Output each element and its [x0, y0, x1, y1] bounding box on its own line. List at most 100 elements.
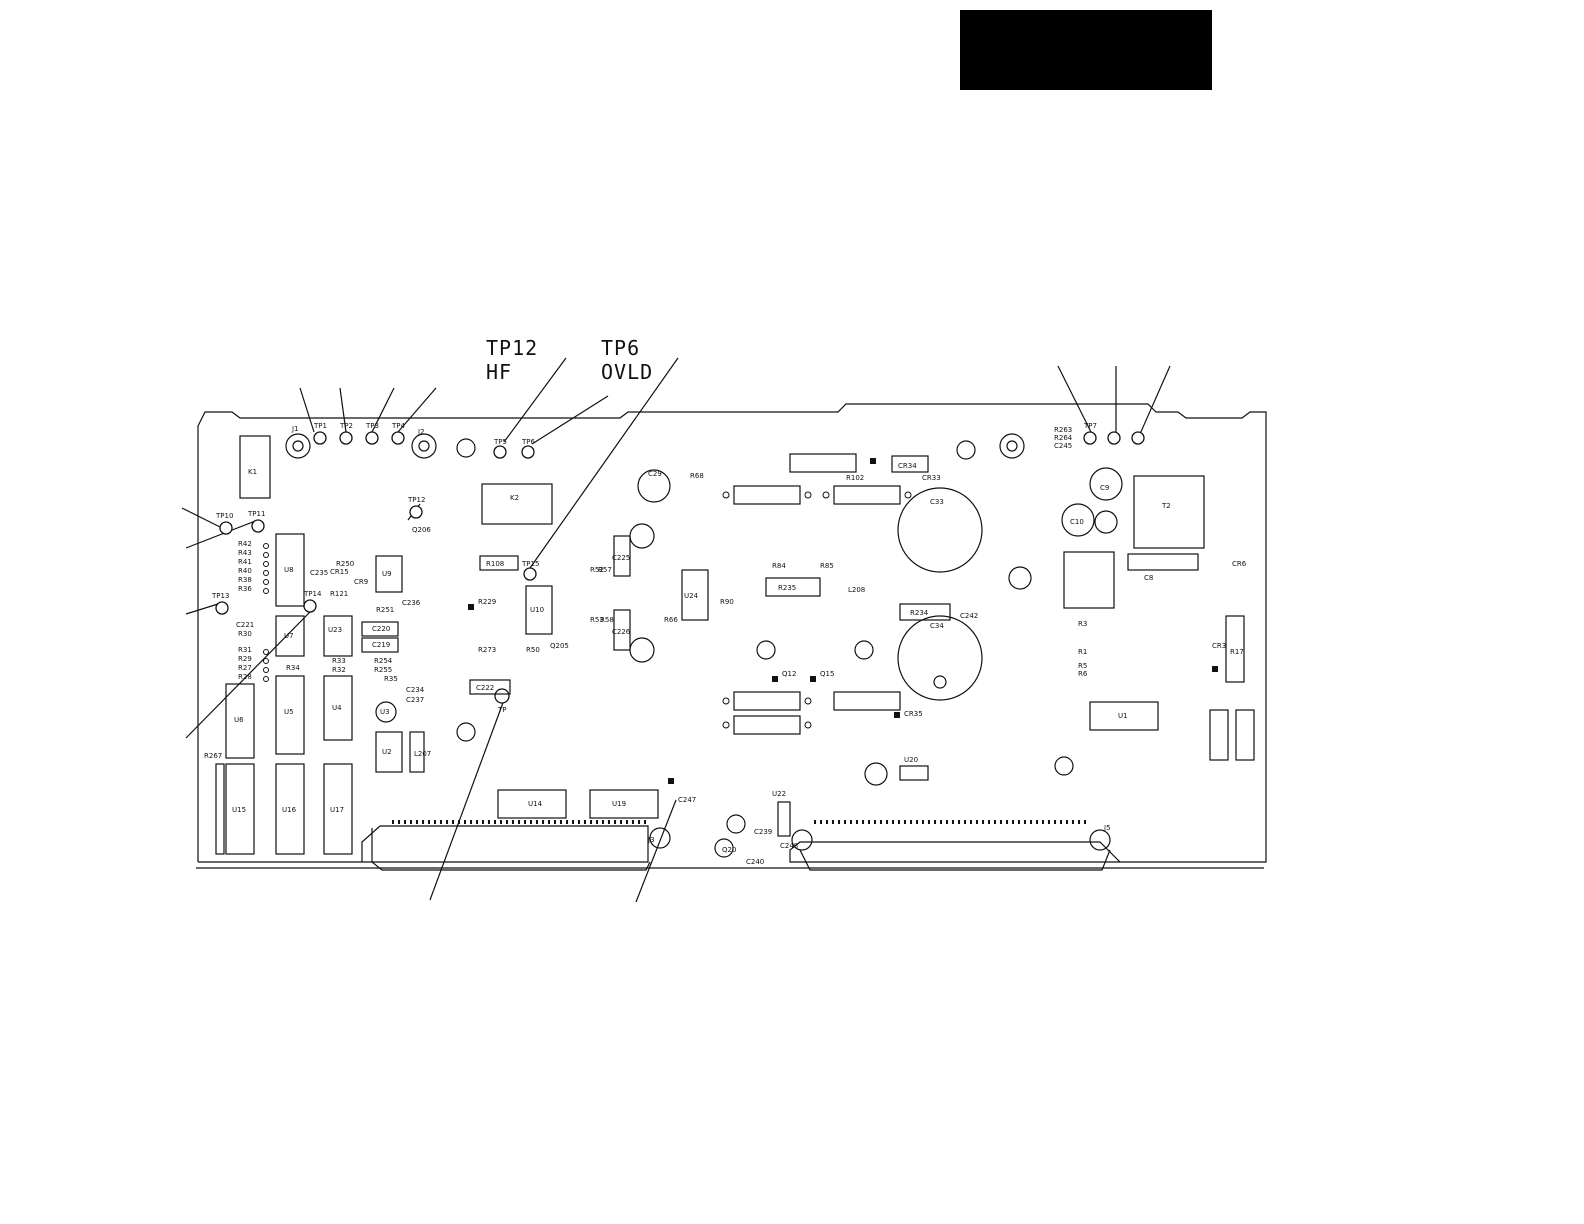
square-pad [1212, 666, 1218, 672]
label-u1: U1 [1118, 712, 1128, 720]
u3-transistor [375, 701, 397, 723]
label-l207: L207 [414, 750, 431, 758]
label-c33: C33 [930, 498, 944, 506]
resistor [833, 485, 901, 505]
pad [263, 552, 269, 558]
u8-ic [275, 533, 305, 607]
q20-transistor [714, 838, 734, 858]
label-c226: C226 [612, 628, 631, 636]
label-r42: R42 [238, 540, 252, 548]
tp14-pad [303, 599, 317, 613]
label-r53: R53 [590, 616, 604, 624]
label-tp6: TP6 [521, 438, 535, 446]
label-c219: C219 [372, 641, 390, 649]
pad [263, 667, 269, 673]
label-t2: T2 [1161, 502, 1171, 510]
label-c247: C247 [678, 796, 696, 804]
label-u3: U3 [380, 708, 390, 716]
label-k1: K1 [248, 468, 257, 476]
u6-ic [225, 683, 255, 759]
label-r5: R5 [1078, 662, 1087, 670]
label-tp11: TP11 [247, 510, 265, 518]
label-tp3: TP3 [365, 422, 379, 430]
label-c34: C34 [930, 622, 944, 630]
leader-line [529, 357, 679, 569]
label-r90: R90 [720, 598, 734, 606]
label-c225: C225 [612, 554, 630, 562]
label-c245: C245 [1054, 442, 1072, 450]
leader-line-tp12 [503, 357, 567, 443]
square-pad [870, 458, 876, 464]
u23-ic [323, 615, 353, 657]
label-r58: R58 [600, 616, 614, 624]
label-r66: R66 [664, 616, 678, 624]
label-q15: Q15 [820, 670, 834, 678]
label-tp14: TP14 [303, 590, 322, 598]
label-j3: J3 [647, 836, 655, 844]
label-r229: R229 [478, 598, 496, 606]
square-pad [668, 778, 674, 784]
pad [804, 721, 812, 729]
label-u17: U17 [330, 806, 344, 814]
c33-capacitor [897, 487, 983, 573]
label-r250: R250 [336, 560, 354, 568]
label-u20: U20 [904, 756, 918, 764]
tp4-pad [391, 431, 405, 445]
label-r31: R31 [238, 646, 252, 654]
label-r35: R35 [384, 675, 398, 683]
jack [999, 433, 1025, 459]
u9-ic [375, 555, 403, 593]
u15-ic [225, 763, 255, 855]
q20-transistor [864, 762, 888, 786]
label-r273: R273 [478, 646, 496, 654]
label-u24: U24 [684, 592, 699, 600]
t2-transformer [1133, 475, 1205, 549]
label-r38: R38 [238, 576, 252, 584]
label-tp7: TP7 [1083, 422, 1097, 430]
resistor [1127, 553, 1199, 571]
leader-line [1057, 365, 1093, 435]
label-c236: C236 [402, 599, 421, 607]
u14-ic [497, 789, 567, 819]
c10-capacitor [1061, 503, 1095, 537]
pad [722, 721, 730, 729]
tp6-pad [521, 445, 535, 459]
label-c234: C234 [406, 686, 425, 694]
c9-capacitor [1089, 467, 1123, 501]
black-redaction-box [960, 10, 1212, 90]
label-u23: U23 [328, 626, 342, 634]
j5-hole [1089, 829, 1111, 851]
label-r102: R102 [846, 474, 864, 482]
label-cr15: CR15 [330, 568, 349, 576]
j2-jack [411, 433, 437, 459]
label-c239: C239 [754, 828, 772, 836]
k1-relay [239, 435, 271, 499]
label-tp15: TP15 [521, 560, 539, 568]
label-r40: R40 [238, 567, 252, 575]
label-r68: R68 [690, 472, 704, 480]
label-cr35: CR35 [904, 710, 923, 718]
tp10-pad [219, 521, 233, 535]
label-u4: U4 [332, 704, 342, 712]
tp-pad [494, 688, 510, 704]
r17-resistor [1225, 615, 1245, 683]
pad [722, 697, 730, 705]
label-c221: C221 [236, 621, 254, 629]
q-transistor [629, 523, 655, 549]
leader-line [339, 387, 347, 433]
mounting-hole [956, 440, 976, 460]
square-pad [810, 676, 816, 682]
edge-connector-j3 [371, 828, 651, 871]
label-u5: U5 [284, 708, 294, 716]
tp15-pad [523, 567, 537, 581]
callout-tp6-signal: OVLD [601, 360, 654, 384]
leader-line [429, 699, 505, 901]
label-r263: R263 [1054, 426, 1072, 434]
label-u16: U16 [282, 806, 297, 814]
resistor [833, 691, 901, 711]
pad [822, 491, 830, 499]
label-r30: R30 [238, 630, 252, 638]
leader-line [397, 387, 437, 433]
pad [263, 561, 269, 567]
u22-regulator [777, 801, 791, 837]
